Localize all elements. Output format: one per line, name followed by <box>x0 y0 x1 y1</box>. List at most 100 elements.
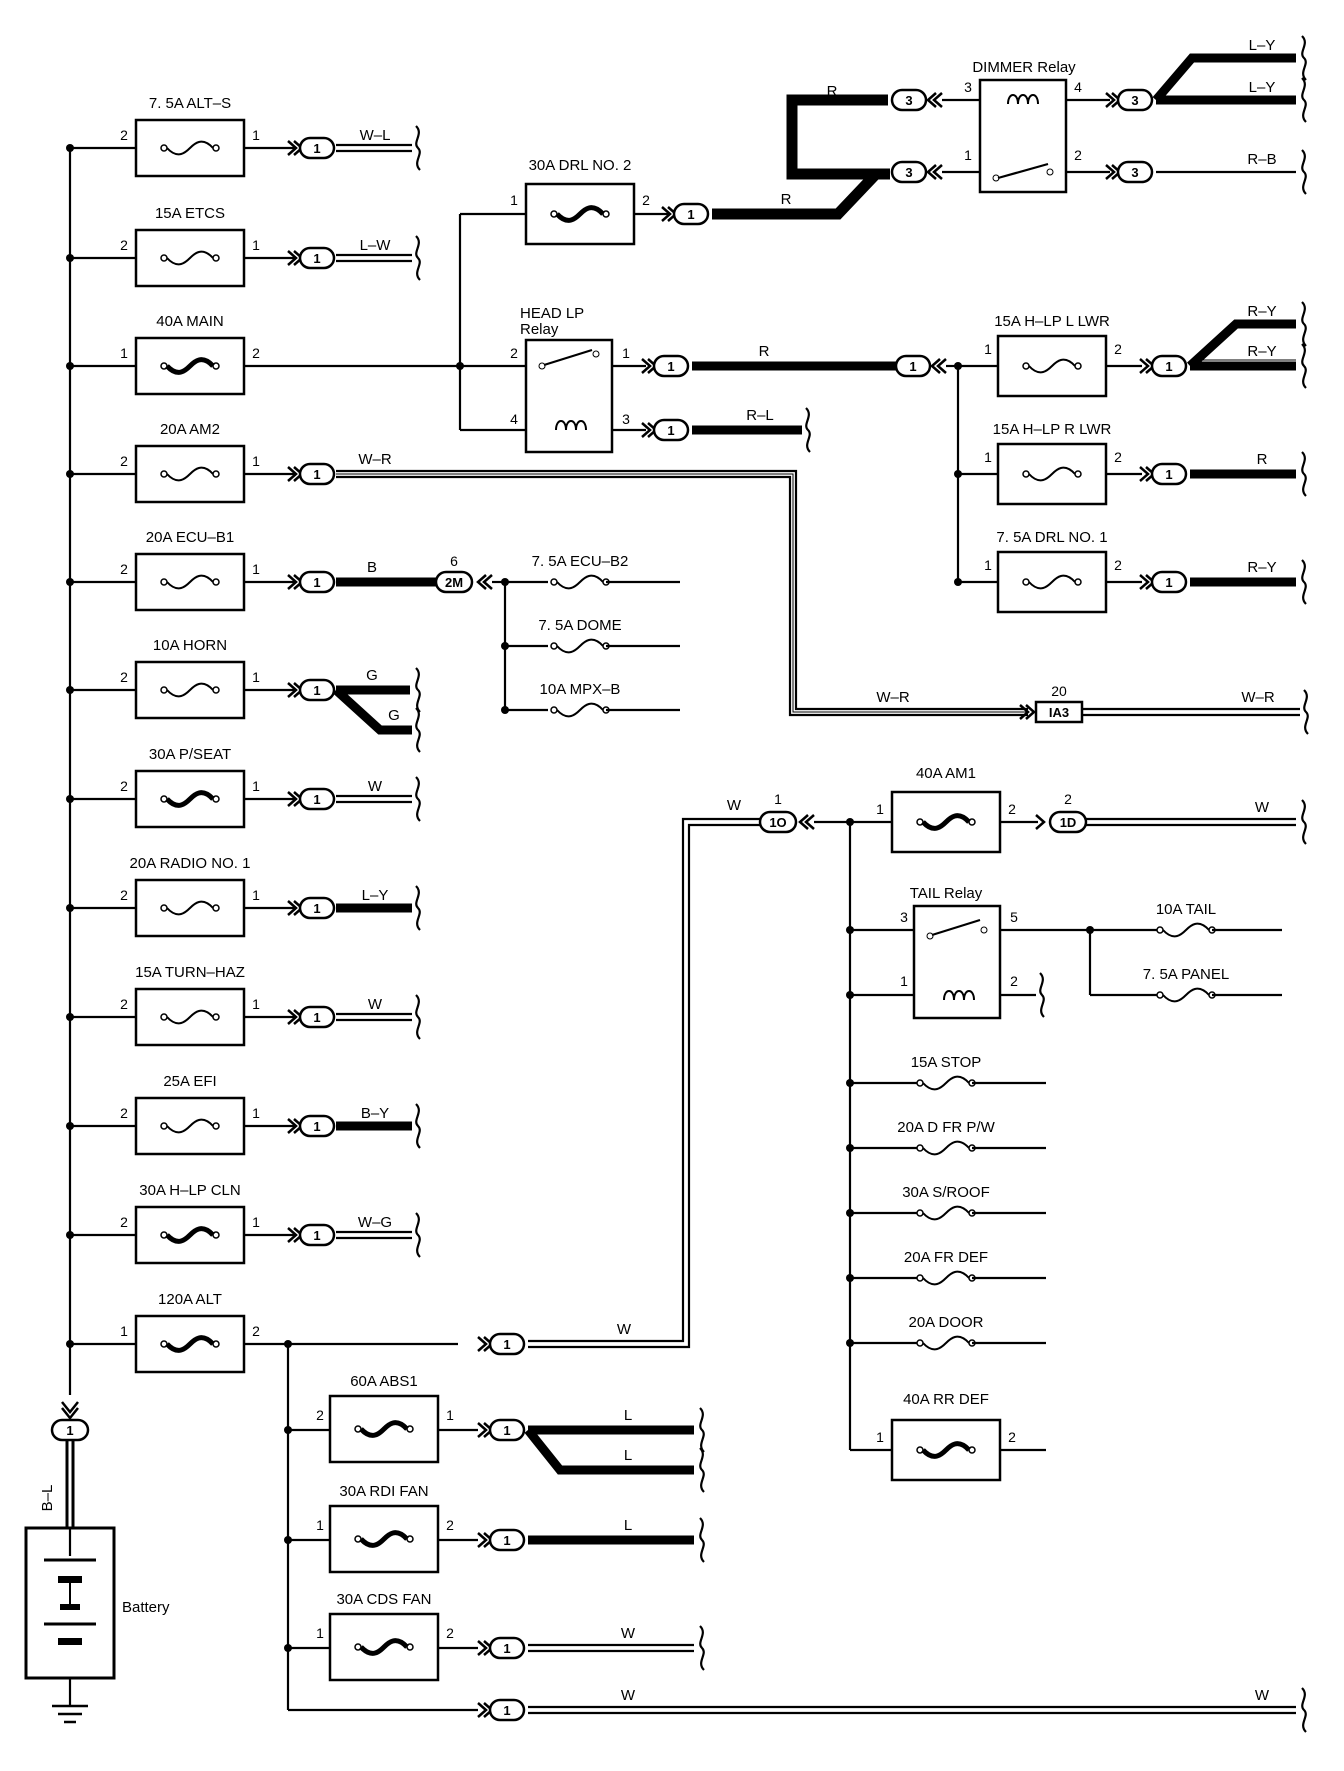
connector-number: 1 <box>313 901 320 916</box>
battery-label: Battery <box>122 1599 170 1616</box>
fuse-pin: 2 <box>120 887 128 903</box>
fuse-element-icon <box>556 574 604 590</box>
fuse-pin: 2 <box>120 1105 128 1121</box>
connector-pin: 20 <box>1051 683 1067 699</box>
fuse-terminal <box>212 686 220 694</box>
connector-number: 1 <box>313 1119 320 1134</box>
connector-number: 3 <box>905 93 912 108</box>
fuse-element-icon <box>921 1441 971 1459</box>
fuse-terminal <box>1022 470 1030 478</box>
connector-number: 1 <box>503 1641 510 1656</box>
fuse-element-icon <box>166 140 214 156</box>
fuse-element-icon <box>166 1118 214 1134</box>
fuse-element-icon <box>1028 574 1076 590</box>
head-lp-relay-box <box>524 338 614 454</box>
connector-pill <box>488 1698 526 1722</box>
wire-color-label: R–L <box>746 407 774 424</box>
connector-chevron-icon <box>932 92 943 108</box>
fuse-element-icon <box>922 1270 970 1286</box>
fuse-label: 15A TURN–HAZ <box>135 964 245 981</box>
fuse-element-icon <box>922 1075 970 1091</box>
connector-chevron-icon <box>1139 466 1150 482</box>
fuse-label: 10A TAIL <box>1156 901 1216 918</box>
connector-pill <box>1150 570 1188 594</box>
fuse-element-icon <box>922 1205 970 1221</box>
fuse-pin: 2 <box>252 345 260 361</box>
connector-number: 3 <box>905 165 912 180</box>
fuse-terminal <box>212 1122 220 1130</box>
fatwire <box>524 1427 694 1475</box>
fuse-pin: 2 <box>120 996 128 1012</box>
dimmer-relay-box <box>978 78 1068 194</box>
fuse-terminal <box>160 254 168 262</box>
connector-chevron-icon <box>476 574 487 590</box>
wire-break-icon <box>415 707 421 753</box>
fuse-element-icon <box>359 1638 409 1656</box>
fuse-terminal <box>160 904 168 912</box>
fuse-element-icon <box>166 1009 214 1025</box>
connector-pill <box>298 896 336 920</box>
connector-chevron-icon <box>287 140 298 156</box>
fuse-label: 20A RADIO NO. 1 <box>130 855 251 872</box>
fuse-element-icon <box>1162 987 1210 1003</box>
relay-pin: 2 <box>1074 147 1082 163</box>
relay-pin: 1 <box>964 147 972 163</box>
fuse-label: 7. 5A ECU–B2 <box>532 553 629 570</box>
fuse-pin: 1 <box>446 1407 454 1423</box>
wire-color-label: G <box>388 707 400 724</box>
fuse-label: 20A DOOR <box>908 1314 983 1331</box>
fatwire <box>712 94 889 220</box>
fuse-label: 10A MPX–B <box>540 681 621 698</box>
fuse-pin: 1 <box>316 1517 324 1533</box>
connector-number: 3 <box>1131 165 1138 180</box>
wire-double <box>336 475 1028 717</box>
connector-chevron-icon <box>1105 92 1116 108</box>
relay-coil-icon <box>1007 94 1039 105</box>
connector-pill <box>298 462 336 486</box>
fuse-label: 7. 5A ALT–S <box>149 95 231 112</box>
wire-color-label: W–L <box>360 127 391 144</box>
connector-chevron-icon <box>1025 704 1036 720</box>
wire-color-label: W <box>1255 1687 1270 1704</box>
fuse-pin: 2 <box>120 778 128 794</box>
relay-contact <box>926 932 934 940</box>
relay-switch-icon <box>931 918 981 937</box>
relay-coil-icon <box>555 420 587 431</box>
fuse-terminal <box>212 578 220 586</box>
connector-number: 1 <box>503 1423 510 1438</box>
connector-number: 3 <box>1131 93 1138 108</box>
fatwire <box>1186 319 1296 370</box>
connector-pin: 1 <box>774 791 782 807</box>
fuse-terminal <box>1156 926 1164 934</box>
connector-number: 1O <box>769 815 786 830</box>
connector-chevron-icon <box>477 1702 488 1718</box>
connector-number: 1 <box>313 683 320 698</box>
connector-chevron-icon <box>1139 574 1150 590</box>
fuse-element-icon <box>556 702 604 718</box>
fuse-pin: 2 <box>1114 557 1122 573</box>
connector-chevron-icon <box>1035 814 1046 830</box>
connector-chevron-icon <box>926 164 937 180</box>
fuse-pin: 1 <box>252 996 260 1012</box>
connector-chevron-icon <box>477 1640 488 1656</box>
tail-relay-box <box>912 904 1002 1020</box>
connector-pill <box>298 678 336 702</box>
relay-switch-icon <box>997 162 1049 180</box>
fuse-terminal <box>160 578 168 586</box>
wire-thick <box>332 686 412 735</box>
wire-double <box>528 817 760 1343</box>
fuse-pin: 2 <box>1114 449 1122 465</box>
fuse-pin: 2 <box>1114 341 1122 357</box>
wire-break-icon <box>1301 301 1307 347</box>
wire-color-label: W–G <box>358 1214 392 1231</box>
wire-break-icon <box>699 1625 705 1671</box>
wire-break-icon <box>415 776 421 822</box>
fuse-terminal <box>212 904 220 912</box>
connector-pin: 2 <box>1064 791 1072 807</box>
fuse-pin: 2 <box>1008 801 1016 817</box>
connector-pill <box>894 354 932 378</box>
fuse-pin: 1 <box>252 127 260 143</box>
connector-pill <box>1116 160 1154 184</box>
fuse-terminal <box>916 1079 924 1087</box>
fuse-element-icon <box>359 1530 409 1548</box>
